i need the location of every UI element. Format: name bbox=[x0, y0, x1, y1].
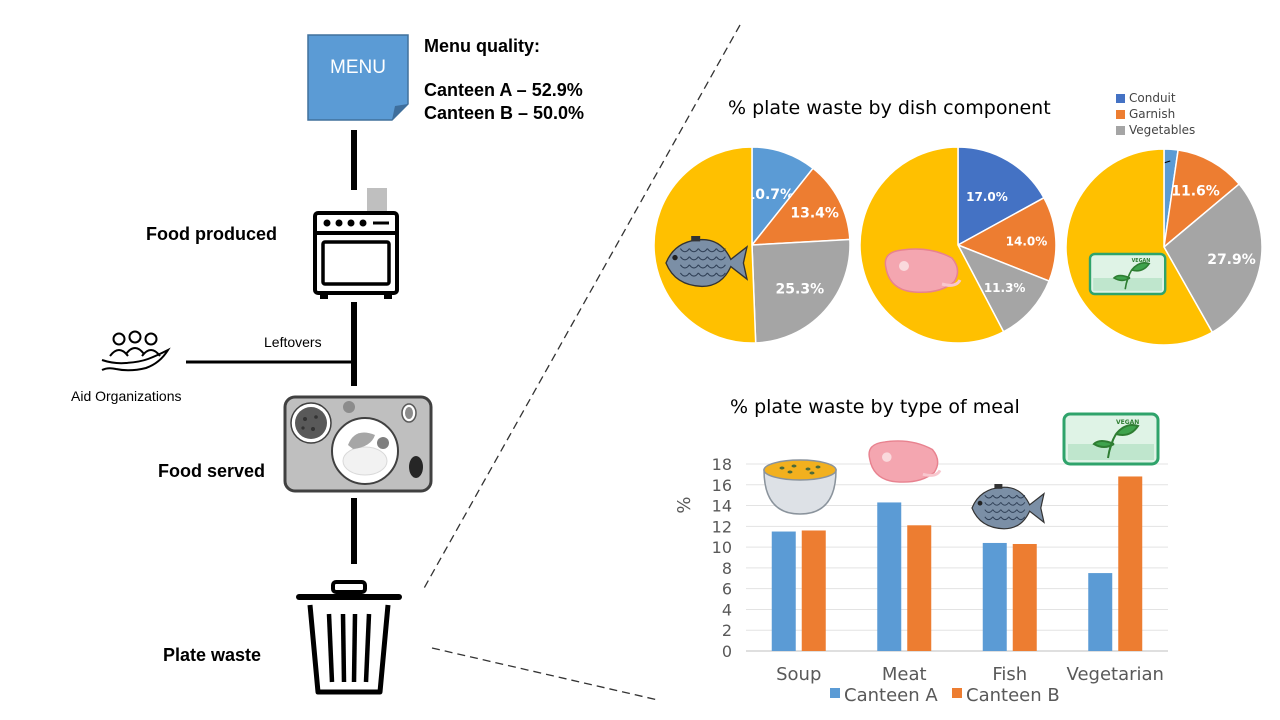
legend-swatch-conduit bbox=[1116, 93, 1125, 103]
pie-slice-vegetables bbox=[751, 238, 851, 344]
pie-slice-rest bbox=[1065, 148, 1214, 346]
menu-quality-title: Menu quality: bbox=[424, 36, 540, 56]
fish-icon bbox=[665, 236, 749, 288]
y-tick-label: 0 bbox=[722, 642, 732, 661]
bar-vegetarian-canteen-b bbox=[1118, 476, 1143, 651]
y-axis-label: % bbox=[674, 496, 695, 513]
pie-label-garnish: 11.6% bbox=[1171, 184, 1220, 200]
x-tick-label-meat: Meat bbox=[882, 664, 927, 685]
legend-swatch bbox=[952, 688, 962, 698]
pie-label-vegetables: 27.9% bbox=[1207, 252, 1256, 268]
pie-chart-title: % plate waste by dish component bbox=[728, 97, 1051, 119]
bar-fish-canteen-a bbox=[982, 542, 1007, 651]
x-tick-label-vegetarian: Vegetarian bbox=[1067, 664, 1164, 685]
pie-slice-rest bbox=[859, 146, 1005, 344]
svg-text:VEGAN: VEGAN bbox=[1132, 258, 1151, 264]
pie-slice-garnish bbox=[1162, 149, 1241, 249]
leftovers-label: Leftovers bbox=[264, 334, 322, 350]
pie-slice-vegetables bbox=[956, 243, 1051, 333]
legend-label-conduit: Conduit bbox=[1129, 91, 1176, 105]
pie-label-vegetables: 25.3% bbox=[776, 282, 825, 298]
zoom-line-top bbox=[422, 24, 741, 591]
pie-label-vegetables: 11.3% bbox=[984, 281, 1026, 295]
y-tick-label: 12 bbox=[712, 517, 732, 536]
bar-soup-canteen-b bbox=[801, 530, 826, 651]
y-tick-label: 8 bbox=[722, 559, 732, 578]
y-tick-label: 14 bbox=[712, 497, 732, 516]
y-tick-label: 2 bbox=[722, 621, 732, 640]
pie-slice-garnish bbox=[750, 167, 851, 246]
pie-chart-meat: 17.0% 14.0% 11.3% bbox=[859, 146, 1057, 344]
menu-icon bbox=[307, 34, 409, 121]
pie-label-garnish: 13.4% bbox=[790, 206, 839, 222]
y-tick-label: 18 bbox=[712, 455, 732, 474]
pie-label-conduit: 10.7% bbox=[745, 187, 794, 203]
bar-meat-canteen-a bbox=[877, 502, 902, 651]
bar-chart-title: % plate waste by type of meal bbox=[730, 396, 1020, 418]
food-served-label: Food served bbox=[158, 461, 266, 481]
bar-meat-canteen-b bbox=[907, 525, 932, 651]
fish-icon bbox=[971, 484, 1045, 530]
food-produced-label: Food produced bbox=[146, 224, 277, 244]
legend-swatch-vegetables bbox=[1116, 125, 1125, 135]
legend-label-canteen-a: Canteen A bbox=[844, 685, 938, 706]
y-tick-label: 6 bbox=[722, 580, 732, 599]
pie-slice-vegetables bbox=[1163, 183, 1263, 334]
svg-text:VEGAN: VEGAN bbox=[1116, 419, 1139, 426]
legend-label-garnish: Garnish bbox=[1129, 107, 1176, 121]
legend-label-canteen-b: Canteen B bbox=[966, 685, 1060, 706]
pie-label-garnish: 14.0% bbox=[1006, 235, 1048, 249]
meat-icon bbox=[884, 248, 962, 294]
menu-quality-canteen-a: Canteen A – 52.9% bbox=[424, 80, 583, 100]
stove-icon bbox=[313, 188, 399, 299]
legend-label-vegetables: Vegetables bbox=[1129, 123, 1196, 137]
trash-can-icon bbox=[296, 580, 402, 695]
aid-organizations-label: Aid Organizations bbox=[71, 388, 182, 404]
vegan-icon: VEGAN bbox=[1062, 412, 1160, 466]
pie-label-conduit: 17.0% bbox=[966, 190, 1008, 204]
menu-quality-canteen-b: Canteen B – 50.0% bbox=[424, 103, 585, 123]
y-tick-label: 16 bbox=[712, 476, 732, 495]
pie-legend: Conduit Garnish Vegetables bbox=[1116, 90, 1195, 138]
menu-icon-label: MENU bbox=[330, 57, 386, 78]
x-tick-label-soup: Soup bbox=[776, 664, 821, 685]
pie-slice-garnish bbox=[956, 196, 1057, 283]
legend-item-conduit: Conduit bbox=[1116, 90, 1195, 106]
y-tick-label: 4 bbox=[722, 600, 732, 619]
vegan-icon: VEGAN bbox=[1088, 252, 1167, 296]
aid-organizations-icon bbox=[101, 330, 171, 372]
plate-waste-label: Plate waste bbox=[163, 645, 262, 665]
pie-chart-vegan: 2.3%11.6%27.9% bbox=[1065, 148, 1263, 346]
bar-soup-canteen-a bbox=[771, 531, 796, 651]
food-tray-icon bbox=[283, 395, 433, 493]
legend-swatch bbox=[830, 688, 840, 698]
y-tick-label: 10 bbox=[712, 538, 732, 557]
bar-fish-canteen-b bbox=[1012, 543, 1037, 651]
bar-legend: Canteen A Canteen B bbox=[830, 685, 1060, 706]
pie-slice-conduit bbox=[957, 146, 1045, 247]
legend-item-garnish: Garnish bbox=[1116, 106, 1195, 122]
legend-swatch-garnish bbox=[1116, 109, 1125, 119]
meat-icon bbox=[868, 440, 942, 483]
x-tick-label-fish: Fish bbox=[992, 664, 1027, 685]
soup-bowl-icon bbox=[763, 459, 837, 515]
legend-item-vegetables: Vegetables bbox=[1116, 122, 1195, 138]
bar-vegetarian-canteen-a bbox=[1088, 573, 1113, 651]
